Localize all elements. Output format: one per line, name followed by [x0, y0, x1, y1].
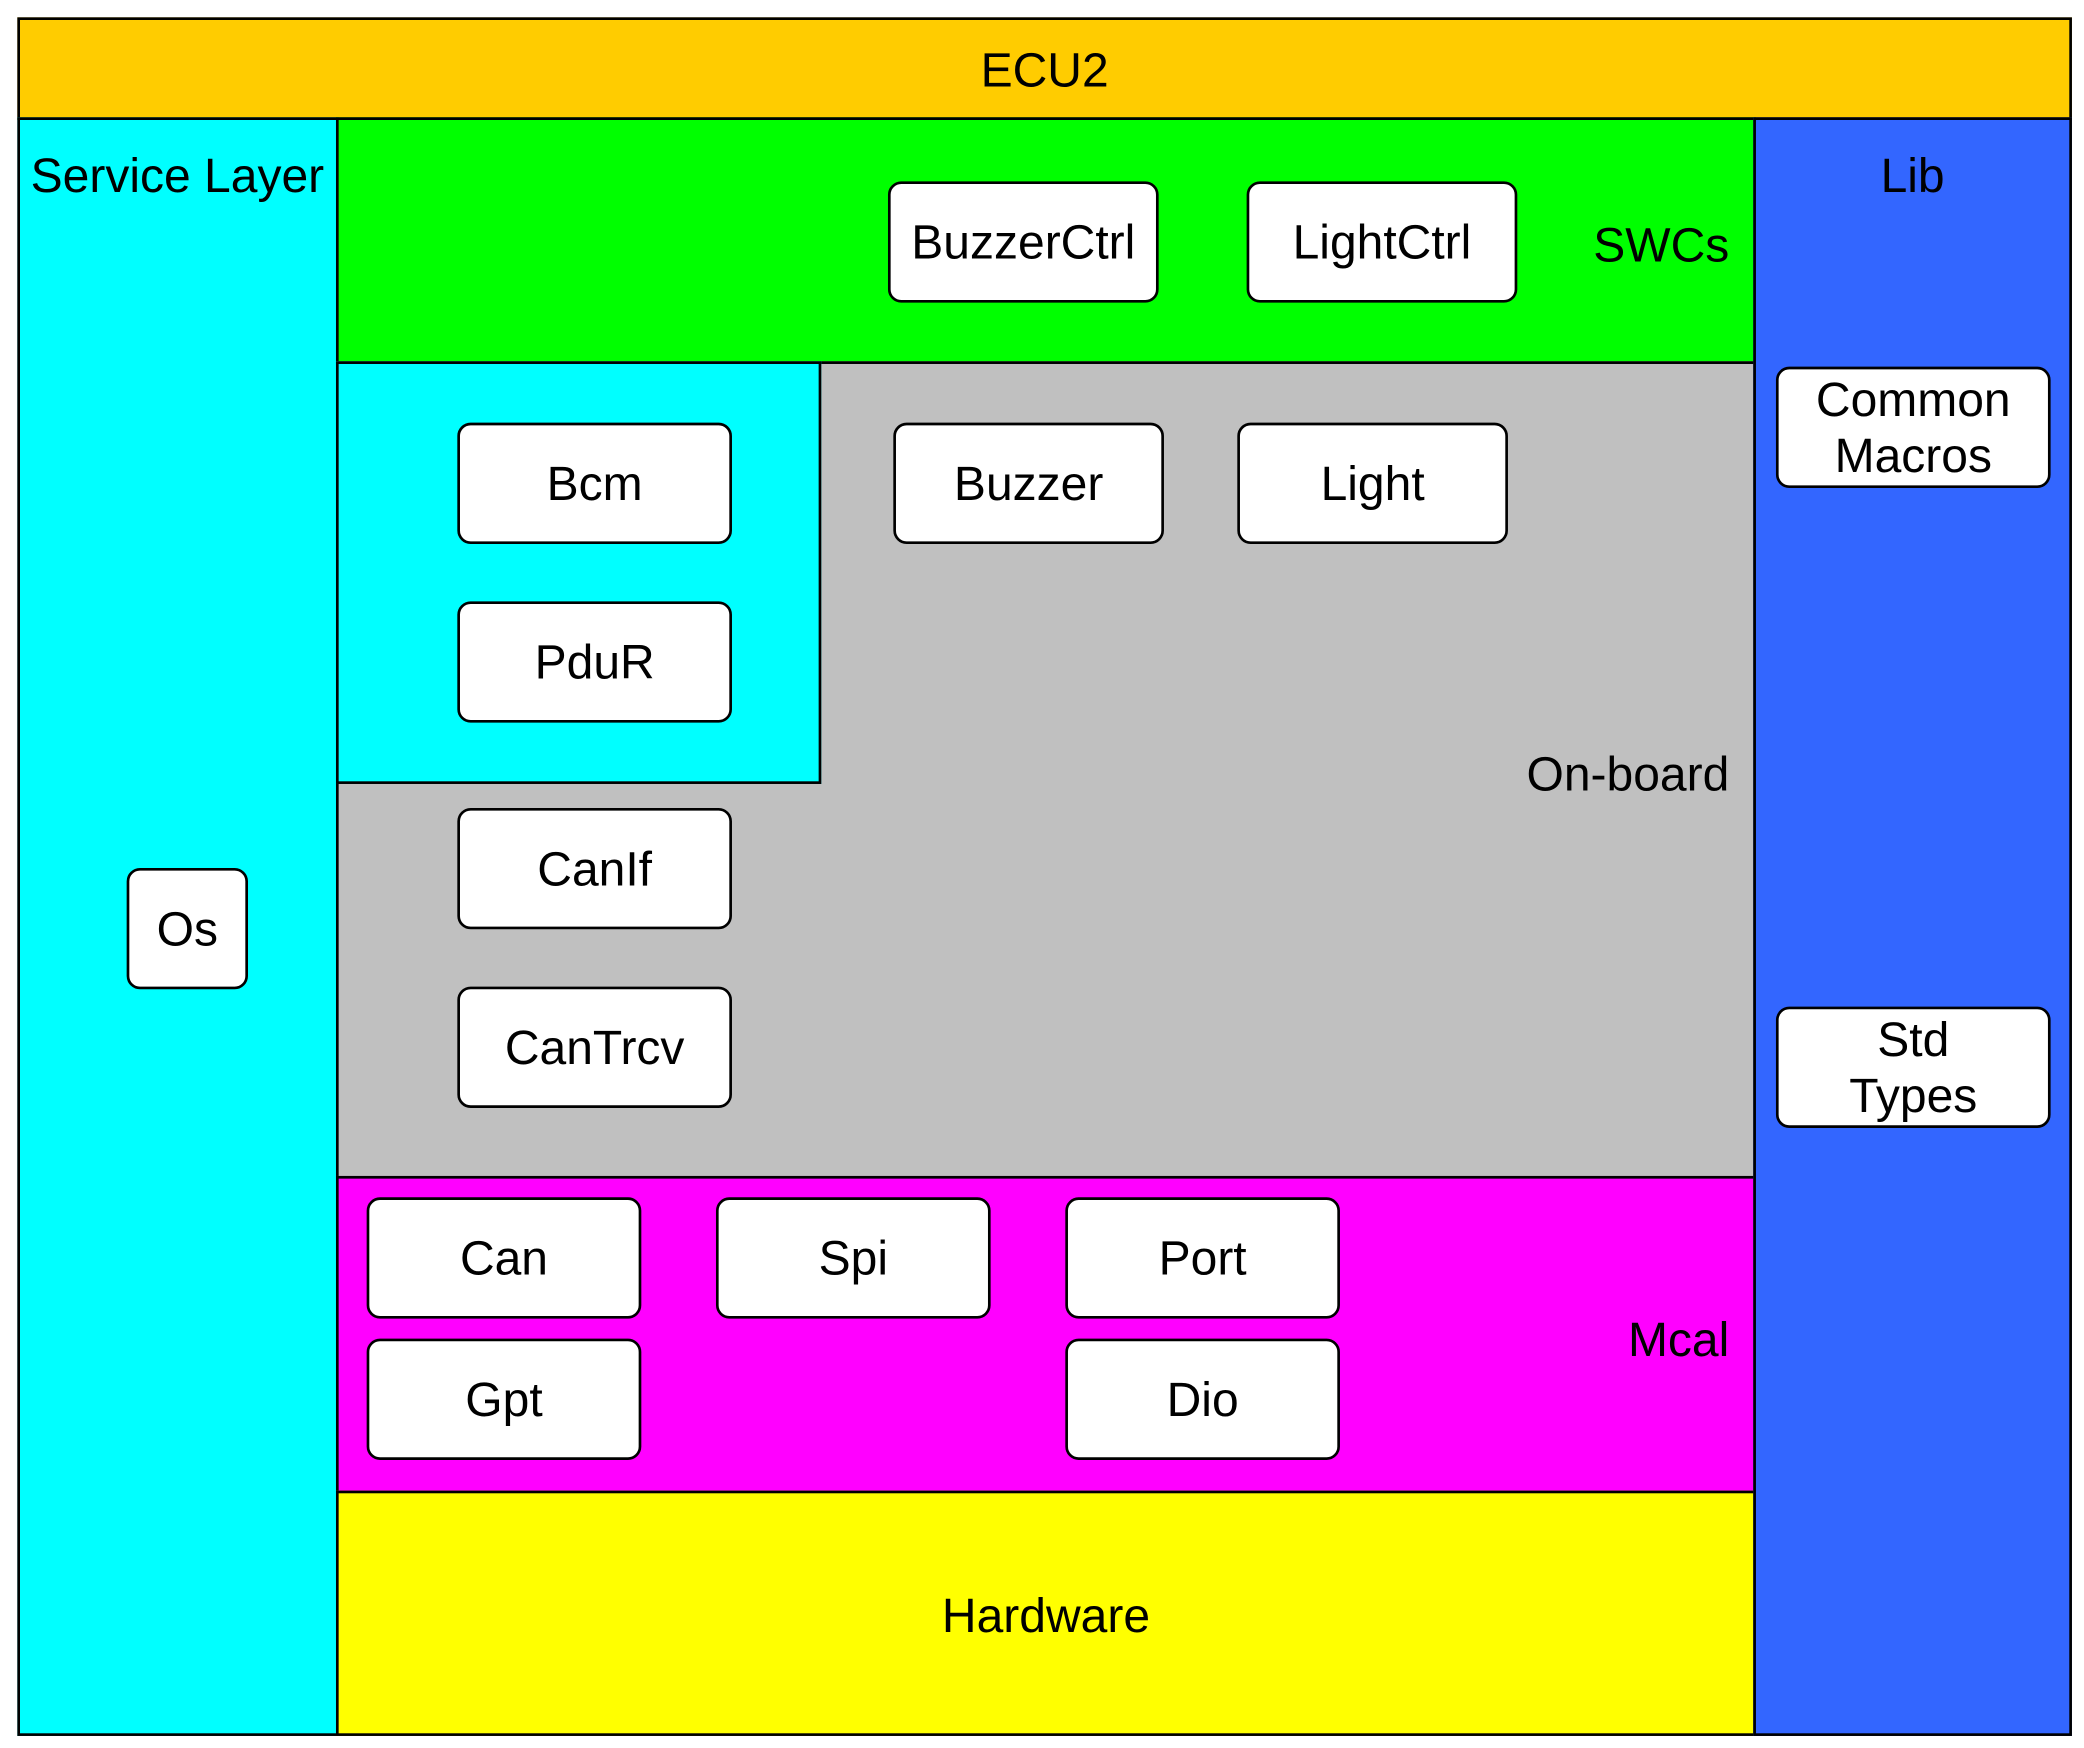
module-common-macros[interactable]: Common Macros: [1775, 366, 2051, 488]
module-gpt[interactable]: Gpt: [366, 1338, 642, 1460]
module-cantrcv-label: CanTrcv: [504, 1019, 685, 1074]
service-layer-label: Service Layer: [30, 147, 325, 203]
module-light-ctrl-label: LightCtrl: [1292, 213, 1472, 269]
module-bcm[interactable]: Bcm: [457, 422, 732, 544]
hardware-label: Hardware: [941, 1587, 1151, 1643]
module-buzzer-ctrl[interactable]: BuzzerCtrl: [887, 181, 1159, 303]
swcs-label: SWCs: [1593, 217, 1730, 272]
module-pdur[interactable]: PduR: [457, 601, 732, 723]
module-gpt-label: Gpt: [465, 1371, 543, 1426]
module-buzzer[interactable]: Buzzer: [893, 422, 1164, 544]
lib-label: Lib: [1880, 147, 1945, 203]
on-board-label: On-board: [1526, 746, 1730, 802]
module-canif[interactable]: CanIf: [457, 807, 732, 930]
hardware-layer: Hardware: [335, 1490, 1756, 1736]
module-os-label: Os: [156, 900, 218, 956]
lib-layer: Lib Common Macros Std Types: [1753, 117, 2072, 1736]
module-pdur-label: PduR: [534, 633, 655, 689]
module-light-ctrl[interactable]: LightCtrl: [1246, 181, 1518, 303]
ecu-title: ECU2: [980, 42, 1109, 98]
ecu-header: ECU2: [17, 17, 2072, 120]
module-port[interactable]: Port: [1065, 1197, 1340, 1319]
module-port-label: Port: [1158, 1229, 1247, 1285]
swcs-layer: SWCs BuzzerCtrl LightCtrl: [335, 117, 1756, 364]
module-std-types[interactable]: Std Types: [1775, 1006, 2051, 1128]
module-bcm-label: Bcm: [546, 455, 643, 510]
module-canif-label: CanIf: [537, 840, 653, 896]
module-cantrcv[interactable]: CanTrcv: [457, 986, 732, 1108]
module-dio[interactable]: Dio: [1065, 1338, 1340, 1460]
service-layer: Service Layer Os: [17, 117, 339, 1736]
mcal-label: Mcal: [1627, 1311, 1730, 1367]
module-light-label: Light: [1320, 455, 1425, 510]
module-dio-label: Dio: [1166, 1371, 1239, 1426]
module-buzzer-ctrl-label: BuzzerCtrl: [911, 213, 1136, 269]
mcal-layer: Mcal Can Spi Port Gpt Dio: [335, 1175, 1756, 1494]
module-common-macros-line1: Common: [1815, 371, 2011, 426]
module-os[interactable]: Os: [126, 867, 248, 990]
module-can-label: Can: [459, 1229, 549, 1285]
module-std-types-line1: Std: [1877, 1011, 1950, 1066]
module-light[interactable]: Light: [1237, 422, 1508, 544]
comm-stack-layer: Bcm PduR: [335, 361, 822, 784]
module-spi-label: Spi: [818, 1229, 888, 1285]
module-buzzer-label: Buzzer: [953, 455, 1104, 510]
module-spi[interactable]: Spi: [715, 1197, 991, 1319]
module-std-types-line2: Types: [1849, 1067, 1978, 1122]
module-can[interactable]: Can: [366, 1197, 642, 1319]
module-common-macros-line2: Macros: [1834, 427, 1992, 482]
